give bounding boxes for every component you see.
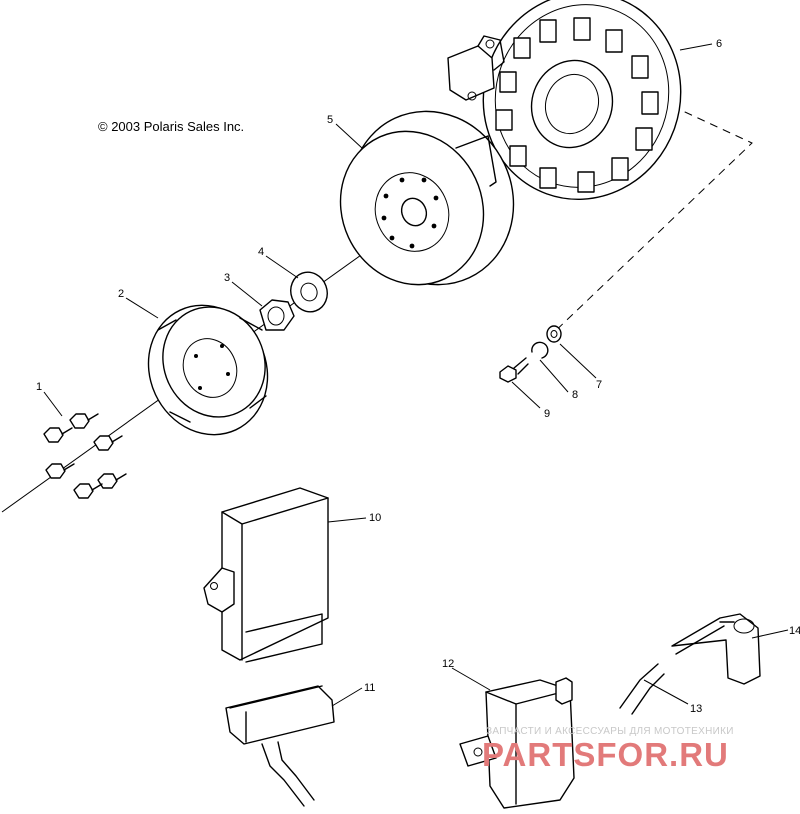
callout-12: 12 — [442, 658, 454, 670]
watermark-logo: PARTSFOR.RU — [482, 736, 729, 773]
nut — [259, 299, 295, 331]
callout-7: 7 — [596, 379, 602, 391]
watermark-caption: ЗАПЧАСТИ И АКСЕССУАРЫ ДЛЯ МОТОТЕХНИКИ — [486, 726, 734, 737]
screw — [499, 357, 529, 383]
lock-washer — [531, 341, 549, 359]
copyright-text: © 2003 Polaris Sales Inc. — [98, 119, 244, 134]
ht-wire — [619, 663, 665, 715]
callout-9: 9 — [544, 408, 550, 420]
flywheel — [339, 110, 515, 286]
leader-lines — [43, 43, 789, 707]
callout-10: 10 — [369, 512, 381, 524]
stator — [447, 0, 682, 201]
callout-1: 1 — [36, 381, 42, 393]
connector — [225, 685, 335, 807]
spark-plug-cap — [671, 613, 761, 685]
callout-4: 4 — [258, 246, 264, 258]
callout-13: 13 — [690, 703, 702, 715]
callout-6: 6 — [716, 38, 722, 50]
washer-small — [546, 325, 562, 343]
callout-14: 14 — [789, 625, 800, 637]
washer — [290, 271, 328, 313]
callout-2: 2 — [118, 288, 124, 300]
callout-8: 8 — [572, 389, 578, 401]
cdi-box — [203, 487, 329, 663]
ignition-coil — [459, 677, 575, 809]
starter-cup — [147, 304, 269, 436]
callout-5: 5 — [327, 114, 333, 126]
callout-3: 3 — [224, 272, 230, 284]
callout-11: 11 — [364, 682, 375, 694]
bolts — [43, 413, 127, 499]
alignment-dash — [547, 105, 753, 339]
